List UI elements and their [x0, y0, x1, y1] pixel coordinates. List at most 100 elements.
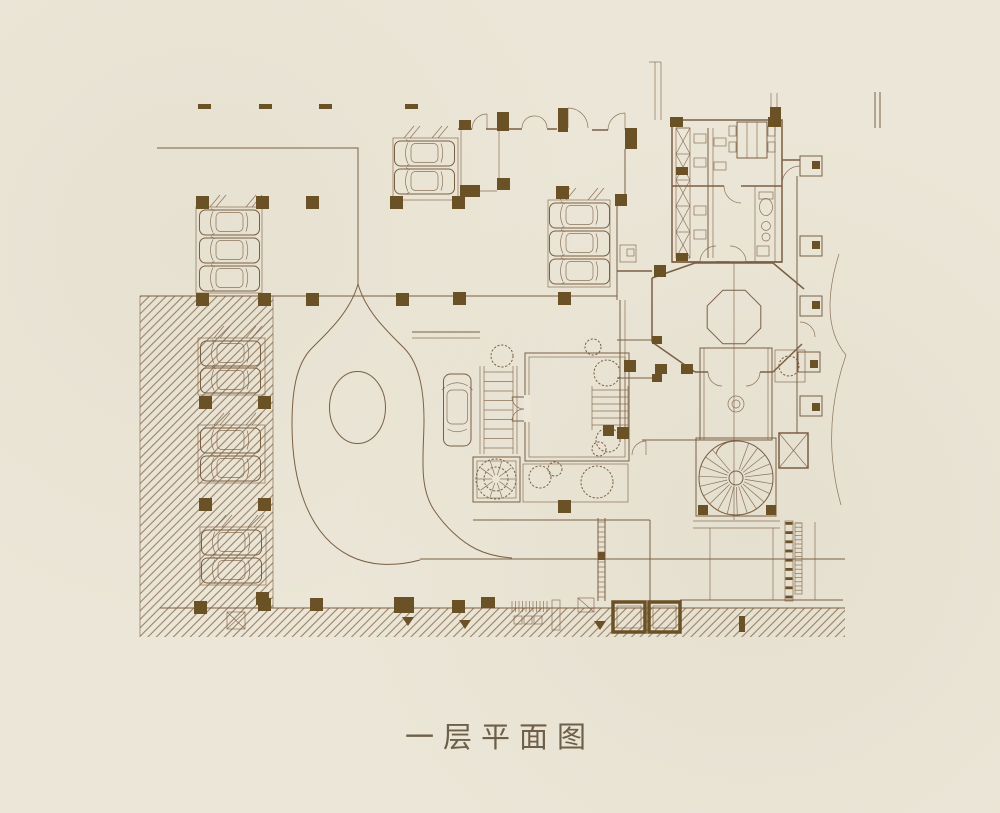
stair-tread — [738, 443, 749, 470]
sink — [761, 221, 771, 231]
access-tick — [215, 194, 227, 208]
stair-tread — [703, 482, 729, 497]
tree — [591, 441, 607, 457]
door-arc — [745, 371, 761, 387]
parked-car — [549, 201, 610, 229]
column — [812, 161, 820, 169]
planter-box — [611, 600, 647, 634]
tree-branch — [489, 460, 496, 476]
ramp-ladder — [597, 518, 606, 601]
stair-tread — [744, 463, 771, 475]
curved-terrace-edge — [829, 253, 847, 356]
stair-tread — [700, 465, 728, 476]
column — [452, 600, 465, 613]
column — [654, 265, 666, 277]
column — [615, 194, 627, 206]
tree — [528, 465, 552, 489]
parked-car — [549, 229, 610, 257]
access-tick — [213, 325, 225, 339]
curved-terrace-edge — [831, 354, 847, 506]
door-arc — [723, 185, 742, 204]
access-tick — [219, 412, 231, 426]
strip-rung — [785, 522, 793, 525]
strip-rung — [785, 586, 793, 590]
desk — [713, 137, 727, 147]
access-tick — [245, 325, 257, 339]
column — [766, 505, 776, 515]
dash-marker — [319, 104, 332, 109]
strip-rung — [785, 558, 793, 562]
stair-tread — [742, 454, 766, 473]
column — [812, 241, 820, 249]
tree — [580, 465, 614, 499]
column — [460, 185, 480, 197]
column — [768, 117, 781, 127]
arrow-marker — [402, 617, 414, 626]
stair-strip-frame — [784, 520, 794, 602]
stair-newel — [728, 470, 744, 486]
stair-tread — [712, 449, 731, 472]
octagonal-hall — [651, 262, 805, 520]
tree-room — [774, 349, 806, 383]
courtyard-entry-steps — [479, 366, 518, 454]
access-tick — [587, 187, 599, 201]
column — [396, 293, 409, 306]
column — [655, 364, 667, 374]
x-brace — [675, 127, 691, 155]
column — [306, 196, 319, 209]
tree — [778, 355, 800, 377]
column — [390, 196, 403, 209]
strip-rung — [785, 549, 793, 553]
access-tick — [253, 514, 265, 528]
stair-strip — [784, 520, 803, 602]
spiral-staircase — [698, 440, 774, 516]
access-tick — [245, 412, 257, 426]
oval-island — [329, 371, 386, 444]
hatched-ground-band — [139, 296, 845, 637]
column — [497, 112, 509, 131]
column — [558, 108, 568, 132]
column — [810, 360, 818, 368]
desk — [693, 205, 707, 216]
door-arc — [729, 245, 747, 263]
planting-bed — [522, 463, 629, 503]
strip-rung — [785, 531, 793, 534]
arrow-marker — [459, 620, 471, 629]
strip-rung — [785, 577, 793, 580]
column — [199, 396, 212, 409]
tree-branch — [499, 467, 512, 477]
parked-car — [199, 236, 260, 264]
access-tick — [219, 325, 231, 339]
tree — [490, 344, 514, 368]
office-desks — [693, 133, 727, 240]
access-tick — [213, 412, 225, 426]
desk — [713, 161, 727, 171]
column — [258, 598, 271, 611]
column — [497, 178, 510, 190]
stair-tread — [744, 481, 770, 494]
trees — [475, 338, 621, 500]
sink — [761, 232, 771, 242]
site-boundary-lines — [140, 61, 881, 609]
toilet — [758, 191, 774, 200]
desk — [693, 133, 707, 144]
tree-branch — [480, 467, 493, 477]
tree — [584, 338, 602, 356]
dash-marker — [405, 104, 418, 109]
parked-car — [199, 264, 260, 292]
entry-courtyard — [511, 352, 630, 503]
door-arc — [521, 115, 535, 129]
tree-branch — [480, 481, 493, 491]
stair-tread — [738, 486, 748, 514]
tree — [547, 461, 563, 477]
car-on-driveway — [441, 373, 473, 447]
column — [770, 107, 781, 118]
access-tick — [209, 194, 221, 208]
stair-tread — [744, 479, 773, 485]
stair-tread — [744, 473, 773, 478]
column — [452, 196, 465, 209]
column — [812, 301, 820, 309]
stair-tread — [735, 486, 738, 515]
